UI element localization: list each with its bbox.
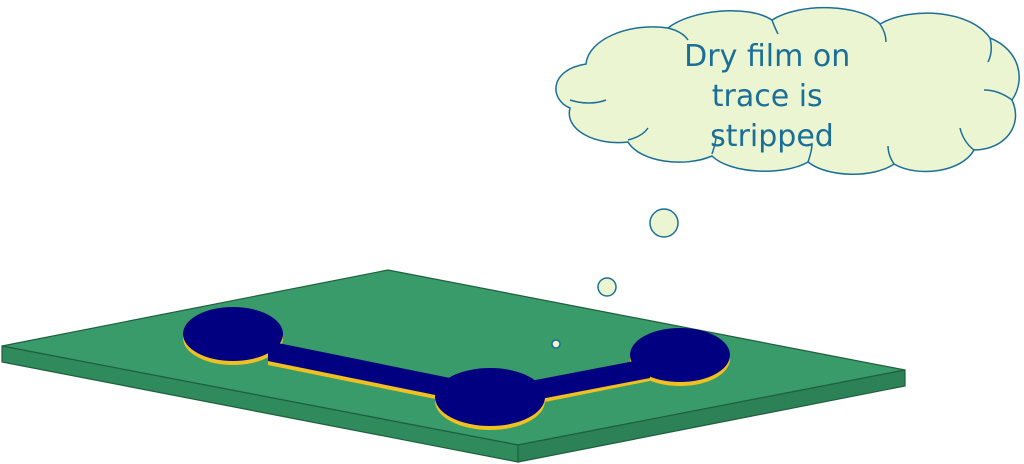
thought-bubbles — [551, 208, 679, 349]
trace-left — [268, 341, 460, 400]
trace-right — [525, 358, 650, 402]
svg-text:Dry film on trace is: Dry film on trace is stripped — [684, 39, 860, 154]
cloud-shape — [555, 7, 1020, 175]
cloud-callout: Dry film on trace is stripped — [555, 7, 1020, 175]
pad-right — [630, 328, 730, 382]
thought-bubble-large — [649, 208, 679, 238]
pad-middle — [435, 368, 545, 426]
trace-layer — [183, 307, 730, 426]
thought-bubble-medium — [597, 277, 617, 297]
callout-line-3: stripped — [710, 119, 834, 154]
thought-bubble-small — [551, 339, 561, 349]
pad-left — [183, 307, 283, 361]
callout-line-2: trace is — [712, 79, 823, 114]
cloud-inner-curves — [569, 19, 1013, 165]
pcb-board — [1, 269, 906, 463]
board-side-edge — [517, 369, 906, 463]
callout-line-1: Dry film on — [684, 39, 850, 74]
